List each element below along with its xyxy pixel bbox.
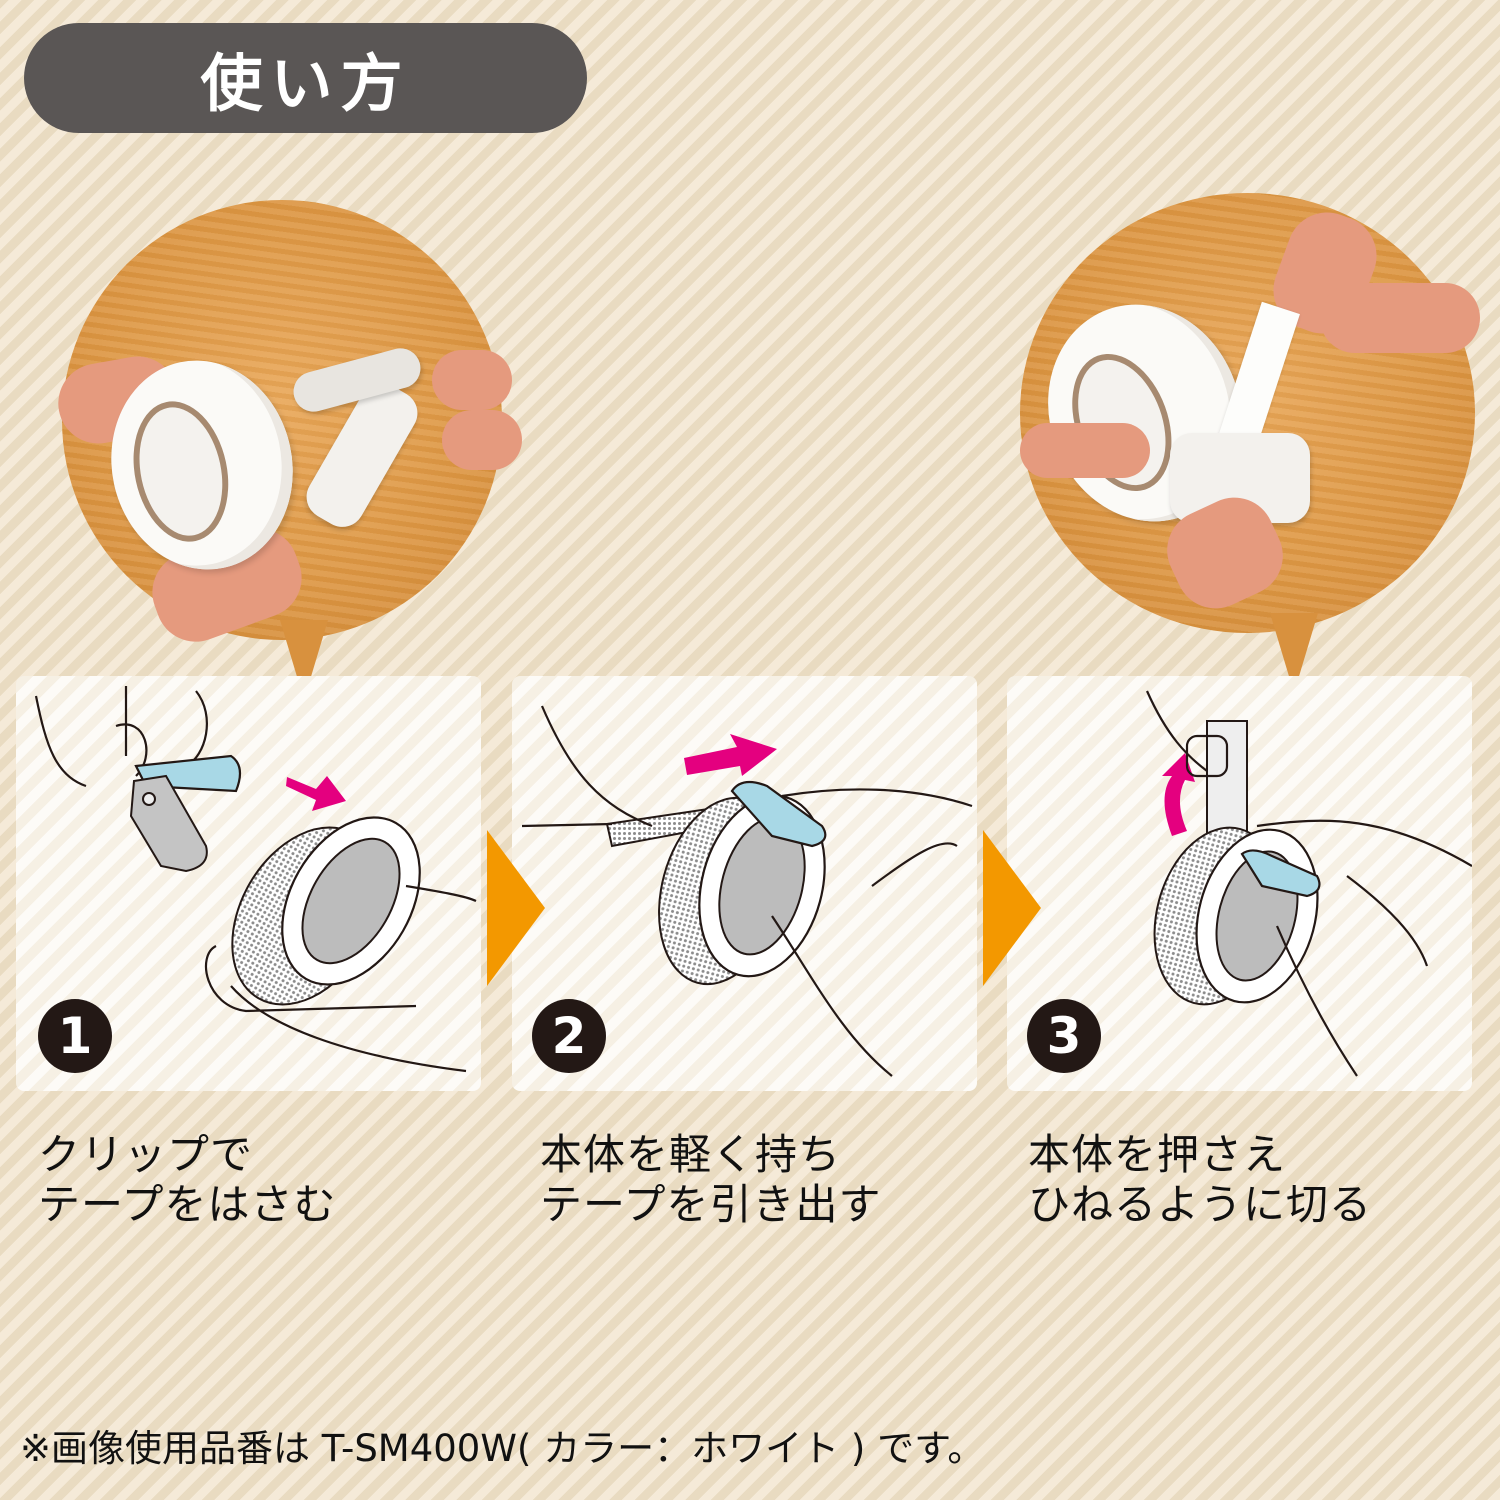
illustration-clip-tape — [34, 686, 477, 1073]
finger-photo — [1020, 423, 1150, 478]
step-panel-1: 1 — [16, 676, 481, 1091]
model-footnote: ※画像使用品番は T-SM400W( カラー：ホワイト ) です。 — [20, 1427, 985, 1470]
illustration-twist-cut — [1145, 690, 1472, 1077]
step-caption-1: クリップで テープをはさむ — [38, 1130, 336, 1230]
caption-line: テープを引き出す — [540, 1180, 882, 1229]
finger-photo — [432, 350, 512, 410]
photo-bubble-step-3 — [1018, 193, 1480, 693]
tape-core — [121, 392, 241, 551]
page-title: 使い方 — [200, 47, 411, 120]
step-panel-2: 2 — [512, 676, 977, 1091]
caption-line: テープをはさむ — [38, 1180, 337, 1229]
step-panel-3: 3 — [1007, 676, 1472, 1091]
finger-photo — [442, 410, 522, 470]
step-badge-3: 3 — [1027, 999, 1101, 1073]
caption-line: ひねるように切る — [1028, 1180, 1373, 1229]
next-step-arrow-icon — [487, 830, 545, 986]
caption-line: 本体を軽く持ち — [540, 1130, 842, 1179]
step-badge-2: 2 — [532, 999, 606, 1073]
arrow-left-icon — [684, 734, 777, 776]
caption-line: 本体を押さえ — [1028, 1130, 1287, 1179]
step-caption-2: 本体を軽く持ち テープを引き出す — [540, 1130, 881, 1230]
step-caption-3: 本体を押さえ ひねるように切る — [1028, 1130, 1372, 1230]
caption-line: クリップで — [38, 1130, 254, 1179]
arrow-curved-up-icon — [1162, 753, 1195, 836]
photo-bubble-step-1 — [51, 200, 522, 700]
finger-photo — [1320, 283, 1480, 353]
illustration-pull-tape — [521, 705, 973, 1077]
step-badge-1: 1 — [38, 999, 112, 1073]
title-banner: 使い方 — [24, 23, 587, 133]
arrow-right-down-icon — [286, 776, 346, 811]
next-step-arrow-icon — [983, 830, 1041, 986]
